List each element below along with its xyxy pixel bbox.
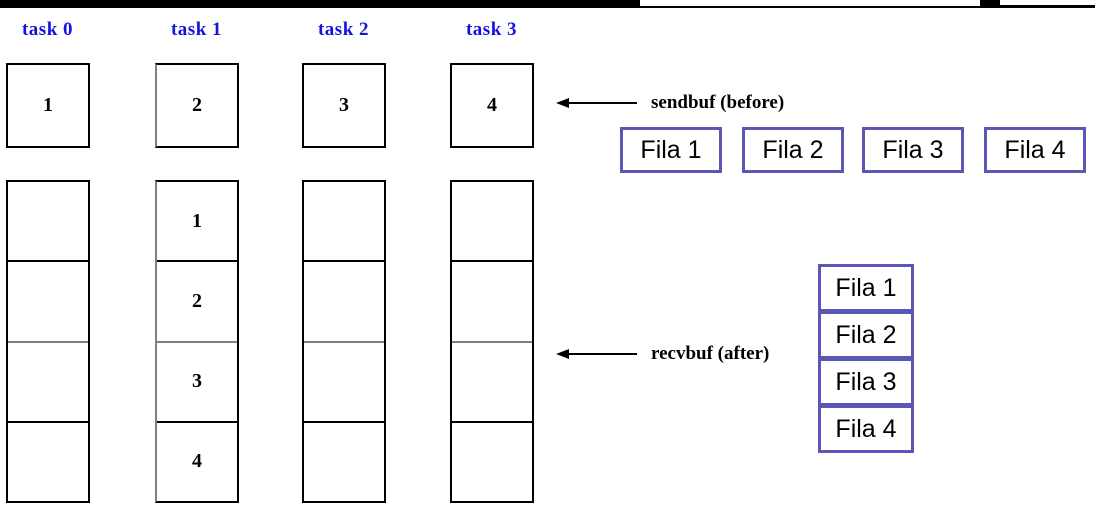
fila-stack-item-2: Fila 2 [818,311,914,359]
task-label-2: task 2 [317,19,370,40]
top-edge-band [0,0,1095,8]
recvbuf-cell [304,423,384,501]
arrow-shaft [569,353,637,355]
sendbuf-cell-task1: 2 [155,63,239,148]
recvbuf-cell [304,262,384,343]
task-label-3: task 3 [465,19,518,40]
recvbuf-cell [452,343,532,423]
recvbuf-cell: 2 [157,262,237,343]
recvbuf-column-task1: 1 2 3 4 [155,180,239,503]
fila-stack-item-1: Fila 1 [818,264,914,312]
top-edge-notch-right [1000,0,1095,5]
sendbuf-cell-task2: 3 [302,63,386,148]
fila-box-4: Fila 4 [984,127,1086,173]
recvbuf-cell [452,423,532,501]
sendbuf-annotation-label: sendbuf (before) [651,92,785,113]
fila-box-1: Fila 1 [620,127,722,173]
recvbuf-column-task0 [6,180,90,503]
arrow-left-icon [556,98,569,108]
recvbuf-annotation-label: recvbuf (after) [651,343,770,364]
recvbuf-annotation: recvbuf (after) [556,343,769,365]
top-edge-notch [640,0,980,6]
fila-box-3: Fila 3 [862,127,964,173]
fila-box-2: Fila 2 [742,127,844,173]
arrow-left-icon [556,349,569,359]
fila-stack-item-3: Fila 3 [818,358,914,406]
task-label-0: task 0 [21,19,74,40]
fila-stack-item-4: Fila 4 [818,405,914,453]
recvbuf-cell: 4 [192,450,202,473]
fila-stack: Fila 1 Fila 2 Fila 3 Fila 4 [818,264,914,453]
recvbuf-cell [452,262,532,343]
arrow-shaft [569,102,637,104]
recvbuf-cell [8,182,88,263]
sendbuf-cell-task0: 1 [6,63,90,148]
recvbuf-column-task3 [450,180,534,503]
recvbuf-cell [8,343,88,423]
recvbuf-column-task2 [302,180,386,503]
task-label-1: task 1 [170,19,223,40]
recvbuf-cell [452,182,532,263]
recvbuf-cell [304,343,384,423]
sendbuf-cell-task3: 4 [450,63,534,148]
recvbuf-cell: 3 [157,343,237,423]
recvbuf-cell [8,423,88,501]
recvbuf-cell: 1 [157,182,237,263]
recvbuf-cell [8,262,88,343]
sendbuf-annotation: sendbuf (before) [556,92,784,114]
recvbuf-cell [304,182,384,263]
